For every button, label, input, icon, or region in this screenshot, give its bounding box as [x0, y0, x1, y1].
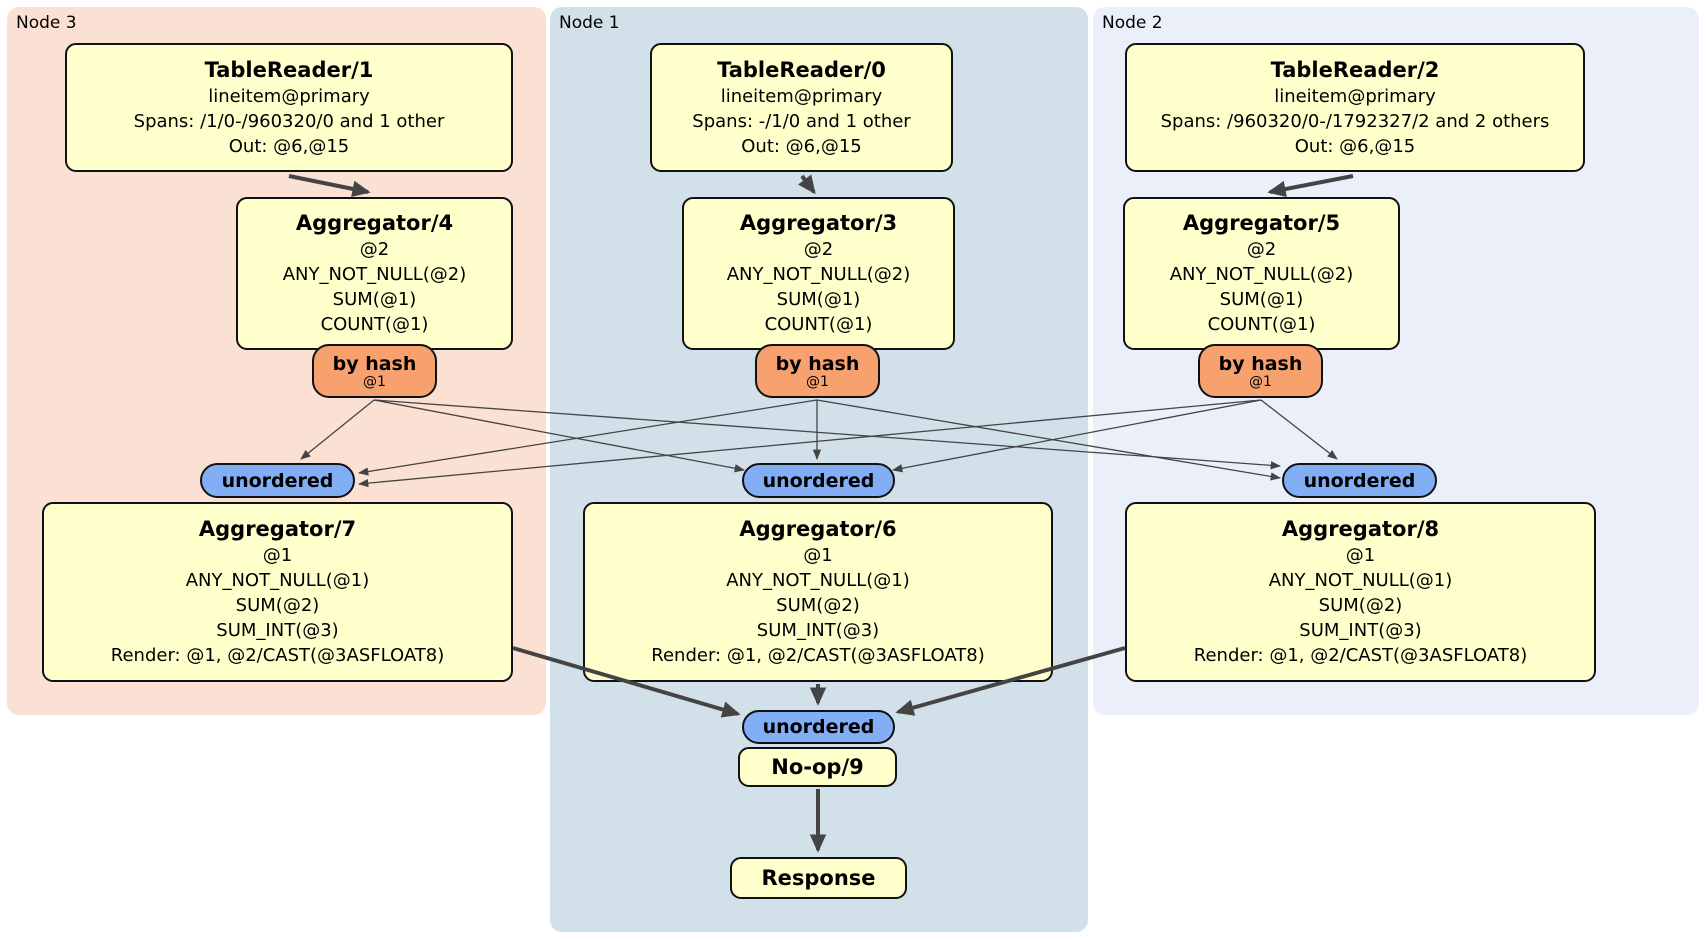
- processor-line: Render: @1, @2/CAST(@3ASFLOAT8): [1193, 645, 1528, 666]
- processor-line: Render: @1, @2/CAST(@3ASFLOAT8): [110, 645, 445, 666]
- processor-title: TableReader/2: [1270, 57, 1440, 82]
- router-label: by hash: [775, 352, 860, 375]
- router-label: by hash: [1218, 352, 1303, 375]
- processor-title: Response: [761, 865, 876, 890]
- node-region-2-label: Node 2: [1102, 13, 1163, 33]
- router-key: @1: [1249, 373, 1272, 390]
- processor-line: lineitem@primary: [1274, 85, 1436, 107]
- node-region-3-label: Node 3: [16, 13, 77, 33]
- processor-line: ANY_NOT_NULL(@1): [726, 570, 910, 591]
- processor-line: SUM_INT(@3): [216, 620, 339, 641]
- processor-response: Response: [730, 857, 907, 899]
- processor-title: Aggregator/8: [1281, 517, 1440, 541]
- processor-aggregator-4: Aggregator/4 @2 ANY_NOT_NULL(@2) SUM(@1)…: [236, 197, 513, 350]
- processor-aggregator-7: Aggregator/7 @1 ANY_NOT_NULL(@1) SUM(@2)…: [42, 502, 513, 682]
- processor-line: ANY_NOT_NULL(@2): [1169, 264, 1354, 285]
- router-key: @1: [363, 373, 386, 390]
- sync-unordered-6: unordered: [742, 463, 895, 498]
- processor-line: Render: @1, @2/CAST(@3ASFLOAT8): [651, 645, 985, 666]
- sync-label: unordered: [221, 469, 334, 492]
- processor-title: Aggregator/4: [295, 211, 454, 235]
- router-key: @1: [806, 373, 829, 390]
- processor-title: Aggregator/3: [739, 211, 898, 235]
- router-by-hash-3: by hash @1: [755, 344, 880, 398]
- router-by-hash-5: by hash @1: [1198, 344, 1323, 398]
- processor-line: SUM(@2): [235, 595, 320, 616]
- processor-aggregator-5: Aggregator/5 @2 ANY_NOT_NULL(@2) SUM(@1)…: [1123, 197, 1400, 350]
- processor-line: Spans: /960320/0-/1792327/2 and 2 others: [1160, 110, 1550, 132]
- processor-line: Spans: -/1/0 and 1 other: [692, 110, 911, 132]
- processor-title: Aggregator/5: [1182, 211, 1341, 235]
- processor-tablereader-2: TableReader/2 lineitem@primary Spans: /9…: [1125, 43, 1585, 172]
- processor-line: SUM_INT(@3): [1299, 620, 1422, 641]
- processor-line: SUM_INT(@3): [756, 620, 880, 641]
- processor-line: SUM(@2): [1318, 595, 1403, 616]
- processor-line: SUM(@2): [776, 595, 860, 616]
- sync-label: unordered: [762, 469, 875, 492]
- processor-line: Spans: /1/0-/960320/0 and 1 other: [133, 110, 445, 132]
- node-region-1-label: Node 1: [559, 13, 620, 33]
- processor-line: @1: [803, 545, 833, 566]
- sync-unordered-9: unordered: [742, 710, 895, 744]
- processor-line: @1: [1345, 545, 1376, 566]
- processor-title: No-op/9: [771, 754, 864, 779]
- sync-label: unordered: [762, 716, 875, 738]
- processor-line: ANY_NOT_NULL(@2): [282, 264, 467, 285]
- processor-line: Out: @6,@15: [228, 135, 350, 157]
- processor-line: Out: @6,@15: [1294, 135, 1416, 157]
- processor-line: lineitem@primary: [720, 85, 883, 107]
- processor-title: TableReader/1: [204, 57, 374, 82]
- processor-line: @1: [262, 545, 293, 566]
- processor-line: Out: @6,@15: [741, 135, 862, 157]
- processor-line: ANY_NOT_NULL(@2): [726, 264, 911, 285]
- processor-line: SUM(@1): [776, 289, 861, 310]
- processor-aggregator-3: Aggregator/3 @2 ANY_NOT_NULL(@2) SUM(@1)…: [682, 197, 955, 350]
- processor-aggregator-8: Aggregator/8 @1 ANY_NOT_NULL(@1) SUM(@2)…: [1125, 502, 1596, 682]
- processor-line: COUNT(@1): [764, 314, 873, 335]
- processor-line: ANY_NOT_NULL(@1): [185, 570, 370, 591]
- sync-label: unordered: [1303, 469, 1416, 492]
- processor-line: @2: [1246, 239, 1277, 260]
- processor-line: @2: [803, 239, 834, 260]
- processor-aggregator-6: Aggregator/6 @1 ANY_NOT_NULL(@1) SUM(@2)…: [583, 502, 1053, 682]
- router-by-hash-4: by hash @1: [312, 344, 437, 398]
- router-label: by hash: [332, 352, 417, 375]
- processor-title: Aggregator/7: [198, 517, 357, 541]
- processor-tablereader-0: TableReader/0 lineitem@primary Spans: -/…: [650, 43, 953, 172]
- processor-tablereader-1: TableReader/1 lineitem@primary Spans: /1…: [65, 43, 513, 172]
- processor-line: @2: [359, 239, 390, 260]
- processor-title: TableReader/0: [717, 57, 886, 82]
- processor-noop-9: No-op/9: [738, 747, 897, 787]
- processor-line: ANY_NOT_NULL(@1): [1268, 570, 1453, 591]
- processor-line: COUNT(@1): [1207, 314, 1316, 335]
- processor-line: COUNT(@1): [320, 314, 429, 335]
- processor-line: SUM(@1): [332, 289, 417, 310]
- processor-line: lineitem@primary: [208, 85, 370, 107]
- sync-unordered-8: unordered: [1282, 463, 1437, 498]
- processor-title: Aggregator/6: [739, 517, 897, 541]
- processor-line: SUM(@1): [1219, 289, 1304, 310]
- sync-unordered-7: unordered: [200, 463, 355, 498]
